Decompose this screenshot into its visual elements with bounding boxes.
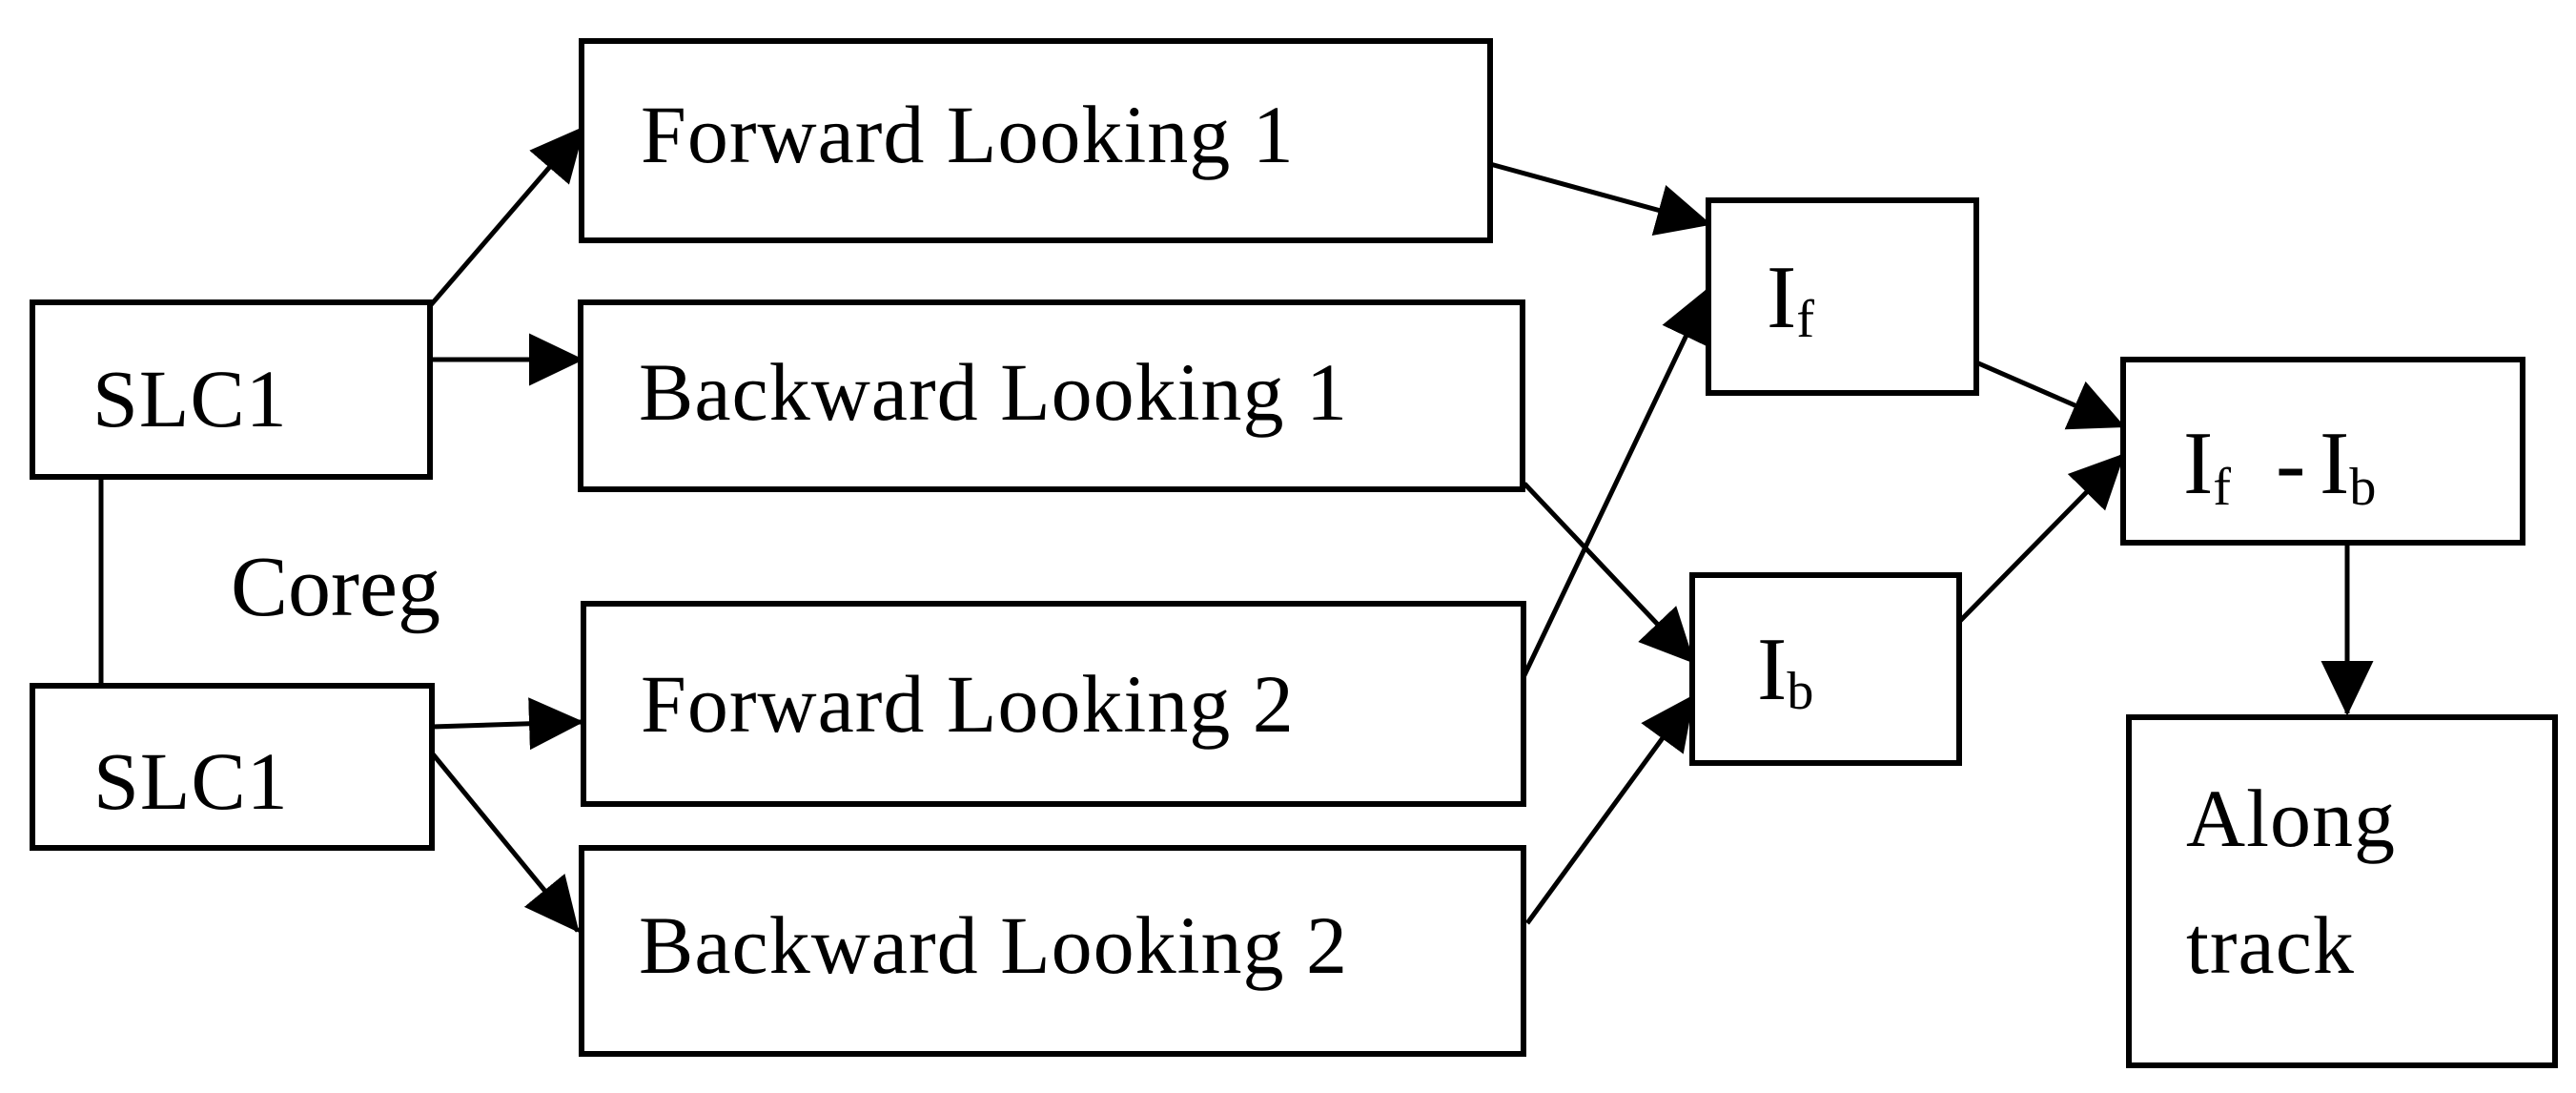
along-track-label: Along track (2186, 773, 2400, 991)
edge-backward2-ib (1524, 693, 1696, 925)
backward-looking-2-label: Backward Looking 2 (639, 899, 1348, 991)
node-backward-looking-2 (579, 845, 1526, 1057)
edge-forward1-if (1489, 161, 1712, 236)
forward-looking-2-label: Forward Looking 2 (641, 658, 1295, 750)
node-slc1-bottom (30, 683, 435, 851)
edge-if-difference (1975, 360, 2126, 430)
node-forward-looking-1 (579, 38, 1493, 243)
edge-slc1bottom-forward2 (431, 697, 584, 751)
forward-looking-1-label: Forward Looking 1 (641, 89, 1295, 180)
edge-slc1bottom-backward2 (428, 749, 580, 933)
intensity-backward-label: Ib (1757, 620, 1813, 721)
node-along-track (2126, 714, 2558, 1068)
difference-label: If-Ib (2183, 414, 2376, 517)
edge-forward2-if (1521, 286, 1711, 679)
edge-backward1-ib (1523, 482, 1695, 664)
node-difference (2120, 357, 2525, 546)
intensity-forward-label: If (1767, 248, 1814, 349)
node-intensity-forward (1706, 197, 1979, 396)
node-intensity-backward (1689, 572, 1962, 766)
slc1-bottom-label: SLC1 (93, 735, 289, 827)
node-slc1-top (30, 299, 433, 480)
coreg-label: Coreg (231, 540, 440, 634)
node-backward-looking-1 (578, 299, 1525, 492)
edge-slc1top-forward1 (427, 126, 585, 309)
backward-looking-1-label: Backward Looking 1 (639, 346, 1348, 438)
node-forward-looking-2 (581, 601, 1526, 807)
slc1-top-label: SLC1 (92, 353, 288, 444)
edge-ib-difference (1957, 453, 2125, 624)
